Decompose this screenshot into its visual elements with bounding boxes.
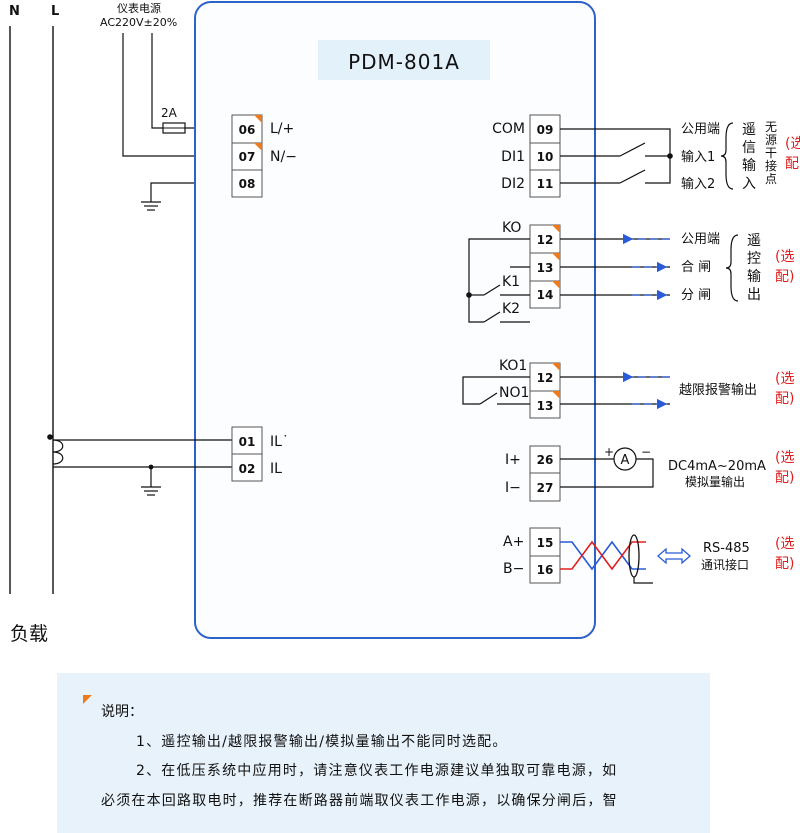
terminal-26: 26 bbox=[537, 453, 554, 467]
terminal-02: 02 bbox=[239, 462, 256, 476]
rc-option-label: (选配) bbox=[775, 249, 794, 285]
terminal-07: 07 bbox=[239, 150, 256, 164]
note-line-2: 2、在低压系统中应用时，请注意仪表工作电源建议单独取可靠电源，如 bbox=[136, 763, 618, 779]
terminal-alarm-13: 13 bbox=[537, 399, 554, 413]
note-line-1: 1、遥控输出/越限报警输出/模拟量输出不能同时选配。 bbox=[136, 734, 508, 750]
ground-icon bbox=[141, 486, 161, 496]
terminal-14: 14 bbox=[537, 288, 554, 302]
power-spec: AC220V±20% bbox=[100, 16, 177, 29]
ammeter-minus: − bbox=[641, 445, 651, 459]
terminal-block-signal-input: 09 10 11 bbox=[529, 114, 561, 198]
signal-group-label: 遥信输入 bbox=[742, 122, 756, 192]
ground-icon bbox=[141, 201, 161, 211]
notes-title: 说明： bbox=[101, 704, 143, 720]
dry-contact-wiring bbox=[560, 128, 673, 184]
di1-label: DI1 bbox=[501, 149, 525, 165]
terminal-11: 11 bbox=[537, 177, 554, 191]
rs485-label-2: 通讯接口 bbox=[701, 557, 749, 572]
rs485-option-label: (选配) bbox=[775, 536, 794, 572]
ammeter-label: A bbox=[621, 453, 630, 468]
terminal-block-current: 01 02 bbox=[231, 426, 263, 482]
l-line-label: L bbox=[51, 4, 59, 19]
analog-label-2: 模拟量输出 bbox=[685, 474, 745, 489]
terminal-block-remote-control: 12 13 14 bbox=[529, 224, 561, 309]
rc-group-label: 遥控输出 bbox=[747, 233, 761, 303]
terminal-10: 10 bbox=[537, 150, 554, 164]
ammeter-icon bbox=[613, 447, 637, 471]
terminal-15: 15 bbox=[537, 536, 554, 550]
signal-item-com: 公用端 bbox=[681, 122, 720, 137]
model-title: PDM-801A bbox=[348, 50, 460, 74]
a-plus-label: A+ bbox=[503, 534, 524, 550]
di2-label: DI2 bbox=[501, 176, 525, 192]
terminal-02-label: IL bbox=[270, 461, 282, 477]
terminal-27: 27 bbox=[537, 481, 554, 495]
terminal-block-rs485: 15 16 bbox=[529, 527, 561, 584]
ko1-label: KO1 bbox=[499, 358, 527, 374]
terminal-block-analog: 26 27 bbox=[529, 445, 561, 502]
signal-item-in2: 输入2 bbox=[681, 176, 715, 192]
load-label: 负载 bbox=[10, 623, 48, 645]
terminal-07-label: N/− bbox=[270, 149, 297, 165]
ct-symbol bbox=[47, 434, 64, 465]
direction-arrows bbox=[622, 233, 670, 301]
terminal-06: 06 bbox=[239, 123, 256, 137]
rc-item-close: 合 闸 bbox=[681, 260, 711, 275]
terminal-08: 08 bbox=[239, 177, 256, 191]
terminal-09: 09 bbox=[537, 123, 554, 137]
rc-item-com: 公用端 bbox=[681, 232, 720, 247]
fuse-label: 2A bbox=[161, 106, 178, 120]
terminal-alarm-12: 12 bbox=[537, 371, 554, 385]
note-line-3: 必须在本回路取电时，推荐在断路器前端取仪表工作电源，以确保分闸后，智 bbox=[101, 793, 618, 809]
i-minus-label: I− bbox=[505, 480, 521, 496]
device-frame bbox=[194, 1, 596, 639]
twisted-pair bbox=[560, 540, 646, 571]
signal-option-label: (选配) bbox=[785, 136, 800, 172]
alarm-option-label: (选配) bbox=[775, 371, 794, 407]
signal-sub-label: 无源干接点 bbox=[765, 120, 777, 186]
n-line-label: N bbox=[9, 4, 20, 19]
power-title: 仪表电源 bbox=[117, 1, 161, 15]
i-plus-label: I+ bbox=[505, 452, 521, 468]
analog-option-label: (选配) bbox=[775, 450, 794, 486]
model-plate bbox=[318, 40, 490, 80]
terminal-01: 01 bbox=[239, 435, 256, 449]
note-marker-icon bbox=[83, 695, 92, 704]
signal-item-in1: 输入1 bbox=[681, 149, 715, 165]
terminal-block-alarm: 12 13 bbox=[529, 362, 561, 419]
rs485-label-1: RS-485 bbox=[703, 541, 750, 556]
rc-item-open: 分 闸 bbox=[681, 288, 711, 303]
bidirectional-arrow-icon bbox=[657, 547, 691, 565]
terminal-12: 12 bbox=[537, 233, 554, 247]
notes-panel: 说明： 1、遥控输出/越限报警输出/模拟量输出不能同时选配。 2、在低压系统中应… bbox=[57, 673, 710, 833]
terminal-06-label: L/+ bbox=[270, 121, 294, 137]
alarm-label: 越限报警输出 bbox=[679, 382, 757, 398]
k2-label: K2 bbox=[502, 301, 520, 317]
b-minus-label: B− bbox=[503, 561, 524, 577]
terminal-block-power: 06 07 08 bbox=[231, 114, 263, 198]
k1-label: K1 bbox=[502, 274, 520, 290]
analog-label-1: DC4mA~20mA bbox=[668, 459, 766, 474]
ko-label: KO bbox=[502, 220, 521, 236]
terminal-16: 16 bbox=[537, 563, 554, 577]
terminal-13: 13 bbox=[537, 261, 554, 275]
alarm-wiring bbox=[462, 376, 530, 405]
no1-label: NO1 bbox=[499, 385, 529, 401]
com-label: COM bbox=[492, 121, 525, 137]
ammeter-plus: + bbox=[604, 445, 614, 459]
terminal-01-label: IL˙ bbox=[270, 434, 289, 450]
relay-wiring bbox=[466, 238, 530, 323]
